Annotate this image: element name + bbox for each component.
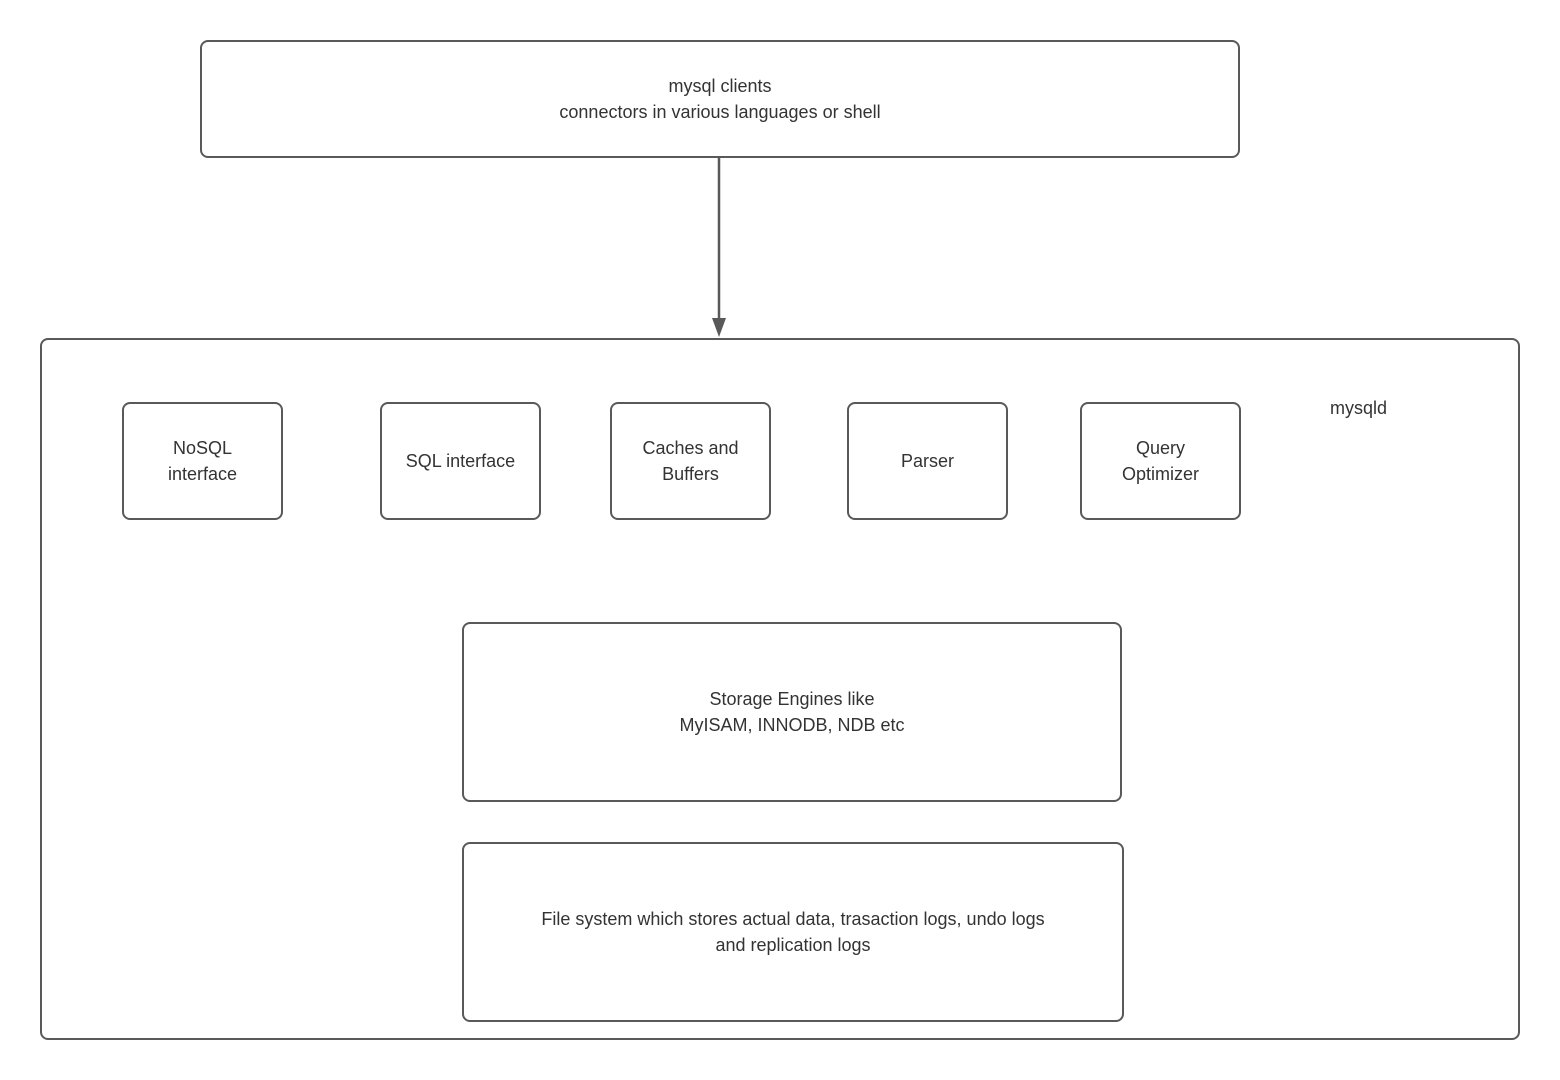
nosql-interface-box: NoSQL interface bbox=[122, 402, 283, 520]
mysql-clients-box: mysql clients connectors in various lang… bbox=[200, 40, 1240, 158]
storage-engines-box: Storage Engines like MyISAM, INNODB, NDB… bbox=[462, 622, 1122, 802]
storage-engines-label: Storage Engines like MyISAM, INNODB, NDB… bbox=[679, 688, 905, 735]
mysql-clients-label: mysql clients connectors in various lang… bbox=[559, 75, 881, 122]
parser-label: Parser bbox=[900, 450, 954, 471]
file-system-label: File system which stores actual data, tr… bbox=[541, 908, 1045, 955]
query-optimizer-label: Query Optimizer bbox=[1121, 437, 1199, 484]
query-optimizer-box: Query Optimizer bbox=[1080, 402, 1241, 520]
mysqld-container-box: mysqld NoSQL interface SQL interface Cac… bbox=[40, 338, 1520, 1040]
mysqld-label: mysqld bbox=[1330, 398, 1388, 418]
sql-interface-box: SQL interface bbox=[380, 402, 541, 520]
sql-interface-label: SQL interface bbox=[405, 450, 516, 471]
caches-buffers-label: Caches and Buffers bbox=[642, 437, 739, 484]
parser-box: Parser bbox=[847, 402, 1008, 520]
file-system-box: File system which stores actual data, tr… bbox=[462, 842, 1124, 1022]
down-arrow-icon bbox=[712, 158, 726, 337]
caches-buffers-box: Caches and Buffers bbox=[610, 402, 771, 520]
nosql-interface-label: NoSQL interface bbox=[167, 437, 238, 484]
